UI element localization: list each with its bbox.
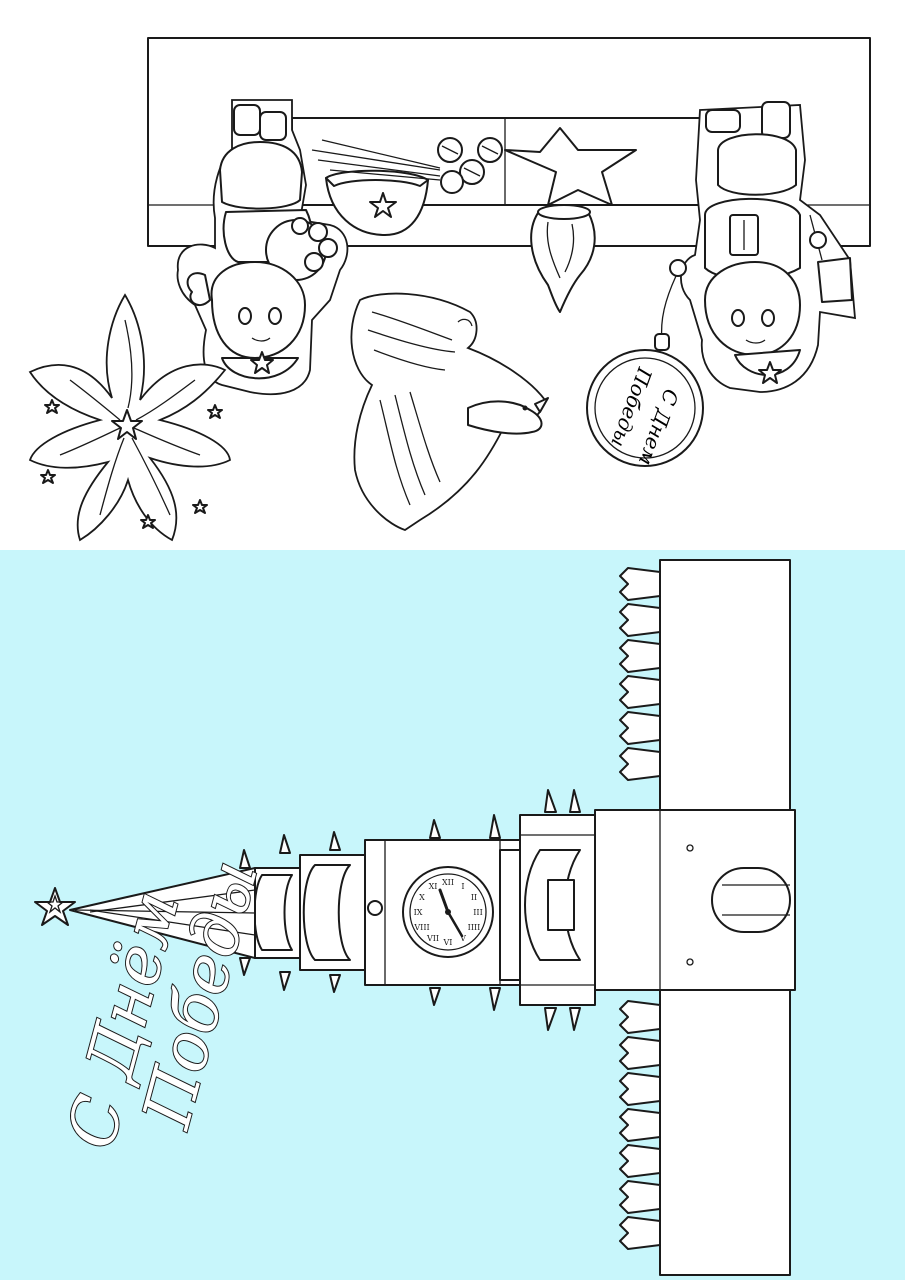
carnation-bouquet xyxy=(311,137,503,194)
kremlin-wall-top xyxy=(619,559,791,811)
clock-numeral: III xyxy=(473,908,482,917)
boy-figure xyxy=(660,101,856,393)
clock-numeral: X xyxy=(419,893,425,902)
victory-medallion: С Днем Победы xyxy=(586,333,704,469)
clock-numeral: VIII xyxy=(413,923,429,932)
clock-numeral: XI xyxy=(429,882,438,891)
wall-merlon xyxy=(619,639,661,673)
clock-numeral: VII xyxy=(426,934,439,943)
clock-hour-hand xyxy=(438,888,450,914)
tower-upper-tiers xyxy=(239,831,366,993)
tower-base xyxy=(594,809,796,991)
wall-merlon xyxy=(619,675,661,709)
wall-merlon xyxy=(619,1000,661,1034)
wall-merlon xyxy=(619,567,661,601)
wall-merlon xyxy=(619,1036,661,1070)
clock-numeral: I xyxy=(461,882,464,891)
clock-numeral: V xyxy=(459,934,466,943)
wall-merlon xyxy=(619,1180,661,1214)
cutout-pieces-drawing: С Днем Победы xyxy=(28,37,871,542)
tower-middle-tier xyxy=(519,789,596,1031)
kremlin-star xyxy=(34,887,76,926)
wall-merlon xyxy=(619,1108,661,1142)
cutout-pieces-panel: С Днем Победы xyxy=(0,0,905,550)
kremlin-wall-bottom xyxy=(619,989,791,1276)
girl-figure xyxy=(176,99,349,396)
dove xyxy=(350,292,549,531)
wall-merlon xyxy=(619,603,661,637)
firework-burst xyxy=(28,293,231,542)
clock-numeral: IX xyxy=(414,908,423,917)
wall-merlon xyxy=(619,1144,661,1178)
tower-spire xyxy=(69,867,256,959)
clock-numeral: IIII xyxy=(468,923,481,932)
clock-numeral: II xyxy=(471,893,477,902)
victory-day-greeting: С Днём Победы xyxy=(51,851,274,1157)
wall-merlon xyxy=(619,1072,661,1106)
clock-minute-hand xyxy=(446,910,464,938)
clock-numeral: VI xyxy=(443,938,453,947)
wall-merlon xyxy=(619,711,661,745)
wall-merlon xyxy=(619,1216,661,1250)
clock-numeral: XII xyxy=(442,878,454,887)
wall-merlon xyxy=(619,747,661,781)
